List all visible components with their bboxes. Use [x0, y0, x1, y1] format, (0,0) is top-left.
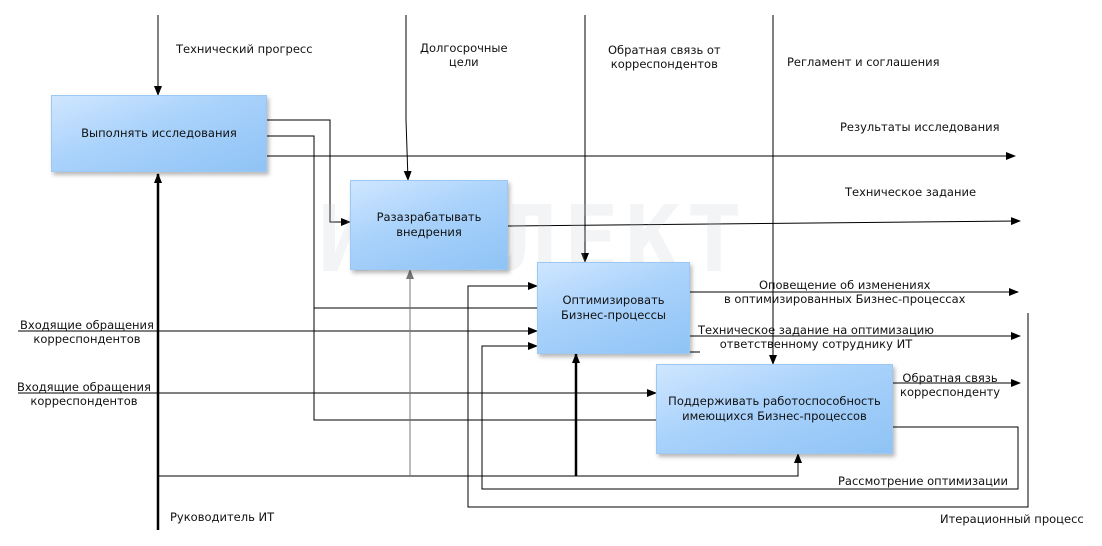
- arrow-iteration-loop: [467, 282, 1029, 508]
- label-research-results: Результаты исследования: [840, 120, 1000, 134]
- label-feedback-from: Обратная связь от корреспондентов: [608, 43, 721, 71]
- box-develop[interactable]: Разазрабатывать внедрения: [350, 180, 508, 270]
- label-review-opt: Рассмотрение оптимизации: [838, 474, 1008, 488]
- label-long-term-goals: Долгосрочные цели: [420, 41, 508, 69]
- label-regulations: Регламент и соглашения: [787, 55, 940, 69]
- label-iteration: Итерационный процесс: [940, 512, 1084, 526]
- label-feedback-to: Обратная связь корреспонденту: [900, 371, 1001, 399]
- arrow-research-to-develop: [267, 119, 351, 226]
- box-support[interactable]: Поддерживать работоспособность имеющихся…: [656, 364, 893, 454]
- arrow-research-loop: [313, 308, 656, 421]
- label-tech-task: Техническое задание: [845, 185, 977, 199]
- arrow-research-to-optimize: [267, 135, 537, 309]
- arrow-review-loop: [481, 342, 1019, 490]
- mechanism-bus: [158, 453, 802, 477]
- label-it-head: Руководитель ИТ: [170, 510, 275, 524]
- arrow-tech-task: [507, 217, 1021, 227]
- label-incoming-1: Входящие обращения корреспондентов: [20, 318, 154, 346]
- label-tech-progress: Технический прогресс: [176, 42, 313, 56]
- box-research[interactable]: Выполнять исследования: [51, 95, 267, 172]
- label-opt-tech-task: Техническое задание на оптимизацию ответ…: [698, 323, 934, 351]
- label-change-notice: Оповещение об изменениях в оптимизирован…: [724, 278, 966, 306]
- box-optimize[interactable]: Оптимизировать Бизнес-процессы: [537, 262, 690, 354]
- arrow-long-term-goals: [403, 15, 412, 181]
- label-incoming-2: Входящие обращения корреспондентов: [17, 380, 151, 408]
